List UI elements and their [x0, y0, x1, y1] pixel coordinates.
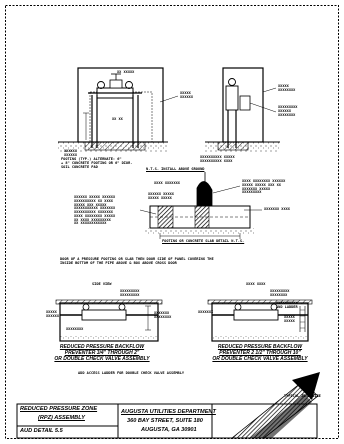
detail-number: AUD DETAIL 5.5	[20, 428, 63, 434]
department-street: 360 BAY STREET, SUITE 180	[127, 418, 203, 424]
department-name: AUGUSTA UTILITIES DEPARTMENT	[121, 409, 216, 415]
top-left-detail	[58, 67, 179, 152]
title-line-1: REDUCED PRESSURE ZONE	[20, 406, 98, 412]
bottom-left-vault	[55, 299, 163, 342]
bottom-right-vault	[207, 299, 313, 342]
callout-bottom-left-3: XXXXXXXX	[66, 327, 84, 331]
logo-mark	[230, 372, 320, 439]
callout-mid-2: XXXX XXXXXXX	[154, 181, 180, 185]
slab-detail	[139, 172, 262, 239]
callout-top-left-2: XXXXX XXXXXX	[180, 91, 193, 99]
callout-bottom-right-1: XXXXXXXXX XXXXXXXX	[270, 289, 290, 297]
bottom-note: ADD ACCESS LADDER FOR DOUBLE CHECK VALVE…	[78, 371, 185, 375]
callout-mid-3: XXXXXX XXXXX XXXXX XXXXX	[148, 192, 174, 200]
department-city: AUGUSTA, GA 30901	[141, 427, 197, 433]
title-line-2: (RPZ) ASSEMBLY	[38, 415, 85, 421]
callout-mid-6: XXXXXX XXXXX XXXXXX XXXXXXXXXX XX XXXX X…	[74, 195, 116, 226]
caption-left: REDUCED PRESSURE BACKFLOW PREVENTER 3/4"…	[54, 344, 150, 362]
top-right-detail	[205, 67, 280, 152]
callout-mid-5: XXXXXXX XXXX	[264, 207, 290, 211]
pad-caption: FOOTING OR CONCRETE SLAB DETAIL N.T.S.	[162, 239, 245, 243]
callout-bottom-left-1: XXXXXXXXX XXXXXXXXX	[120, 289, 140, 297]
callout-bottom-right-3: XXXXXXX	[198, 310, 214, 314]
callout-top-left-4: XXXXXX XXXXXX	[64, 149, 77, 157]
logo-text: TYPICAL ZONE SIZE	[284, 394, 321, 398]
callout-footing: FOOTING (TYP.) ALTERNATE: 6" + 8" CONCRE…	[61, 157, 133, 169]
callout-top-right-1: XXXXX XXXXXXXX	[278, 84, 296, 92]
callout-top-left-1: XX XXXXX	[117, 70, 135, 74]
pad-note: DOOR OF A PRESSURE FOOTING OR SLAB THEN …	[60, 257, 214, 265]
caption-right: REDUCED PRESSURE BACKFLOW PREVENTER 2 1/…	[212, 344, 308, 362]
callout-bottom-left-4: XXXXXXX XXXXXXXX	[154, 311, 172, 319]
title-block	[16, 403, 318, 439]
callout-top-right-2: XXXXXXXXX XXXXXX XXXXXXXX	[278, 105, 298, 117]
callout-bottom-right-2: XXXXXXXXXX AND LADDER	[276, 301, 298, 309]
callout-top-right-3: XXXXXXXXXX XXXXX XXXXXXXXXX XXXX	[200, 155, 235, 163]
callout-mid-1: N.T.S. INSTALL ABOVE GROUND	[146, 167, 205, 171]
callout-bottom-left-top: SIDE VIEW	[92, 282, 112, 286]
callout-top-left-3: XX XX	[112, 117, 123, 121]
callout-bottom-right-4: XXXXX XXXXX	[284, 315, 295, 323]
callout-bottom-right-top: XXXX XXXX	[246, 282, 266, 286]
callout-bottom-left-2: XXXXX XXXXXX	[46, 310, 59, 318]
callout-mid-4: XXXX XXXXXXXX XXXXXX XXXXX XXXXX XXX XX …	[242, 179, 286, 195]
